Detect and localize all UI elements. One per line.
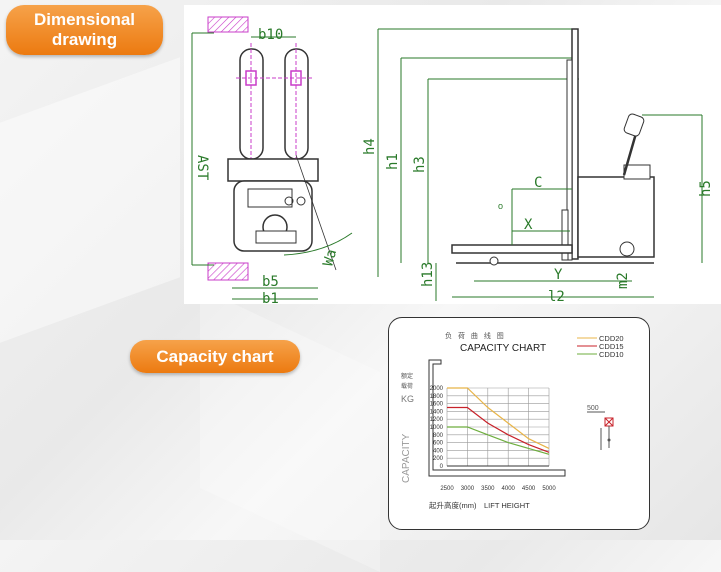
x-tick-label: 4000 [502,486,516,492]
series-line-cdd15 [447,406,550,453]
m2-label: m2 [615,272,631,289]
h4-label: h4 [362,138,378,155]
x-tick-label: 5000 [542,486,556,492]
l2-label: l2 [548,289,565,304]
dimensional-drawing-panel: AST b10 Wa b5 b1 h4 h1 h3 [184,5,721,307]
y-tick-label: 1400 [430,409,444,415]
y-tick-label: 1200 [430,417,444,423]
inset-value: 500 [587,405,599,412]
ast-label: AST [194,155,210,181]
clearance-block-top [207,16,249,33]
legend-cdd20: CDD20 [599,334,624,343]
legend-cdd10: CDD10 [599,350,624,359]
plot-area: 2000180016001400120010008006004002000250… [430,386,557,492]
y-chinese-2: 载荷 [401,382,413,390]
dimensional-drawing: AST b10 Wa b5 b1 h4 h1 h3 [191,16,714,307]
h13-label: h13 [420,262,436,287]
b10-label: b10 [258,27,283,43]
y-tick-label: 2000 [430,386,444,392]
mast-front [227,158,319,182]
y-tick-label: 0 [440,464,444,470]
legend: CDD20 CDD15 CDD10 [577,334,624,359]
series-line-cdd10 [447,426,550,455]
x-tick-label: 3000 [461,486,475,492]
y-chinese-1: 额定 [401,372,413,380]
mast-side [571,28,579,260]
h3-label: h3 [412,156,428,173]
truck-body-side [577,176,655,258]
h5-label: h5 [698,180,714,197]
b5-label: b5 [262,274,279,290]
y-label: Y [554,267,563,283]
y-tick-label: 600 [433,441,444,447]
series-line-cdd20 [447,387,550,449]
x-label: X [524,217,533,233]
y-tick-label: 200 [433,456,444,462]
badge-line-2: drawing [51,30,118,49]
y-tick-label: 1000 [430,425,444,431]
legend-cdd15: CDD15 [599,342,624,351]
fork-outline [428,359,566,477]
y-tick-label: 1600 [430,402,444,408]
x-tick-label: 4500 [522,486,536,492]
y-unit: KG [401,394,414,404]
h1-label: h1 [385,153,401,170]
tiller-handle [623,113,645,137]
svg-text:o: o [498,201,503,211]
y-tick-label: 800 [433,433,444,439]
dimensional-drawing-badge: Dimensional drawing [6,5,163,55]
fork-side [451,244,573,254]
capacity-chart-panel: 负 荷 曲 线 图 CAPACITY CHART CDD20 CDD15 CDD… [388,317,650,530]
capacity-chart: 负 荷 曲 线 图 CAPACITY CHART CDD20 CDD15 CDD… [401,331,624,510]
c-label: C [534,175,542,191]
clearance-block-bottom [207,262,249,281]
y-axis-label: CAPACITY [401,433,412,483]
chinese-title: 负 荷 曲 线 图 [445,331,506,340]
background-facet [200,288,380,572]
chart-title: CAPACITY CHART [460,343,546,354]
x-tick-label: 2500 [440,486,454,492]
y-tick-label: 1800 [430,394,444,400]
b1-label: b1 [262,291,279,304]
x-chinese-label: 起升高度(mm) [429,500,477,510]
background-facet [0,57,180,343]
x-tick-label: 3500 [481,486,495,492]
badge-line-1: Dimensional [33,10,136,29]
x-axis-label: LIFT HEIGHT [484,501,530,510]
capacity-chart-badge: Capacity chart [130,340,300,373]
wa-label: Wa [320,248,340,268]
y-tick-label: 400 [433,448,444,454]
inset-diagram: 500 [587,405,614,450]
